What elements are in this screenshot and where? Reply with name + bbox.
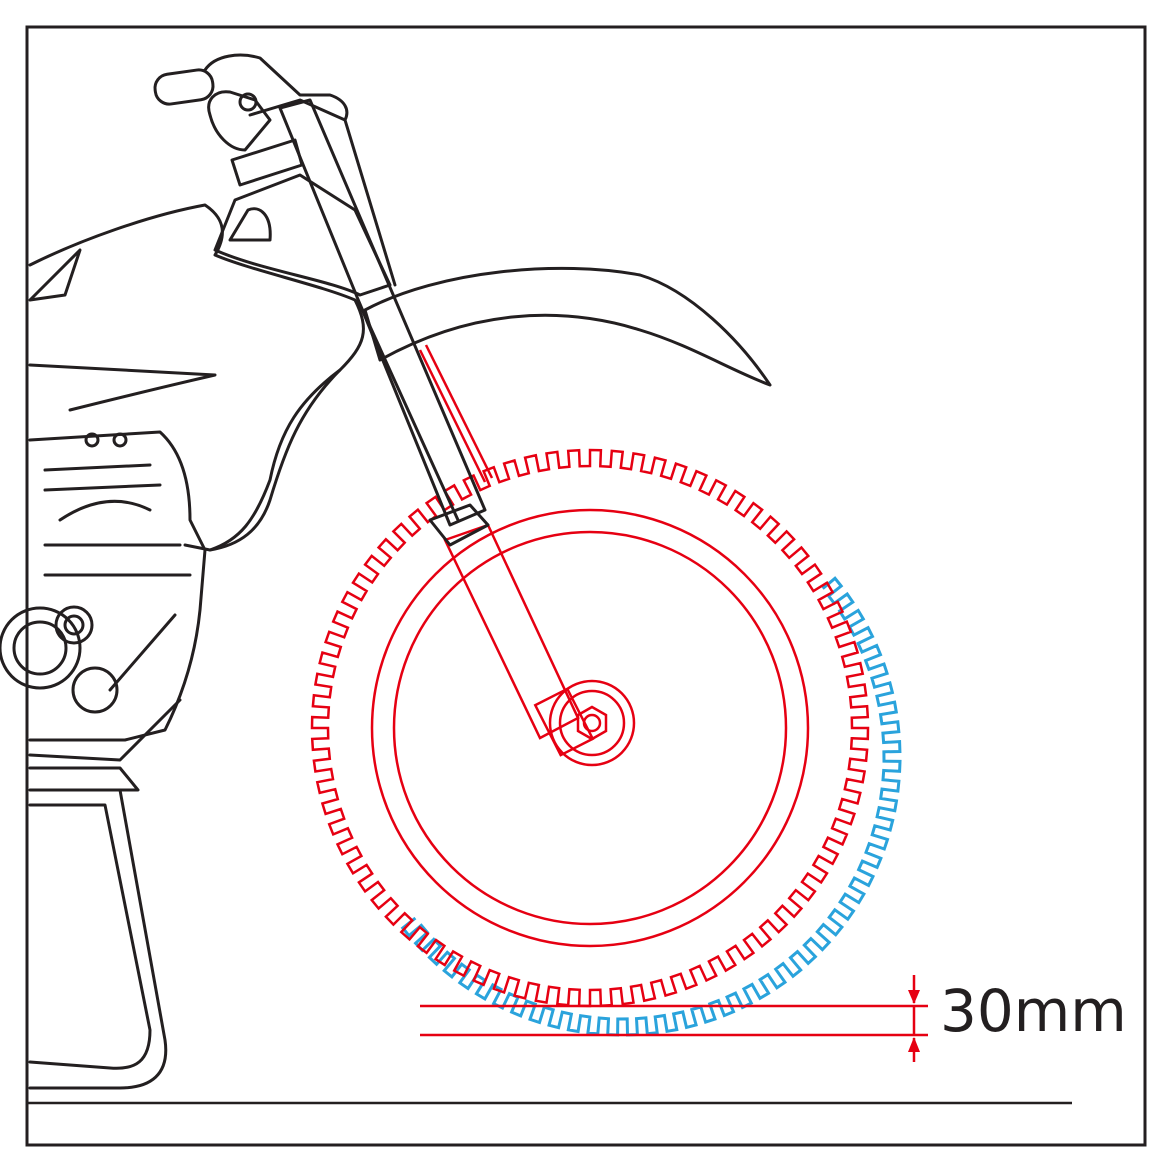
fork-outer-line (248, 98, 397, 287)
dimension-label: 30mm (940, 977, 1127, 1045)
wheel-hub (548, 679, 636, 767)
lowered-wheel-tread (400, 576, 902, 1037)
radiator-shroud (28, 248, 82, 302)
engine-plug-outer (54, 605, 94, 645)
stand-leg (28, 788, 168, 1090)
perch-bolt (238, 92, 258, 112)
fuel-tank-shroud (28, 203, 365, 552)
engine-bolt-1 (84, 432, 100, 448)
frame-downtube (183, 368, 342, 552)
frame-spar (28, 363, 217, 412)
wheel-rim-inner (392, 530, 788, 926)
engine-cap (71, 666, 119, 714)
number-plate-cutout (228, 207, 272, 242)
triple-clamp (230, 138, 304, 187)
fork-axle-clamp (533, 687, 595, 757)
front-fender (363, 266, 772, 387)
engine-cover-outer (0, 606, 82, 690)
lower-arrow-head (908, 1037, 920, 1052)
fork-upper-tube (278, 98, 487, 527)
wheel-rim-outer (370, 508, 810, 948)
engine-block (28, 430, 207, 742)
stand-top (28, 766, 140, 792)
handlebar-grip (153, 68, 215, 106)
fork-guard (428, 503, 490, 547)
raised-wheel (310, 344, 870, 1008)
upper-arrow-head (908, 990, 920, 1004)
engine-lower (28, 698, 182, 762)
engine-fins (43, 463, 192, 577)
motorcycle-outline (0, 53, 772, 1090)
fork-tube-line (356, 298, 460, 522)
stand-leg-inner (28, 803, 152, 1070)
wheel-hub-inner (558, 689, 626, 757)
handlebar (203, 53, 349, 122)
engine-plug-inner (63, 614, 85, 636)
engine-pipe (108, 613, 177, 692)
brake-line-2 (418, 349, 487, 483)
raised-wheel-tread (310, 448, 870, 1008)
engine-cooling-hose (58, 499, 152, 522)
engine-cover-inner (12, 620, 68, 676)
axle-nut (576, 705, 608, 741)
number-plate (213, 173, 392, 297)
fork-lower-leg (443, 523, 580, 740)
frame-border (25, 25, 1147, 1147)
engine-bolt-2 (112, 432, 128, 448)
dimension-marker (420, 975, 928, 1062)
lowered-wheel (400, 576, 902, 1037)
brake-line (424, 344, 494, 479)
